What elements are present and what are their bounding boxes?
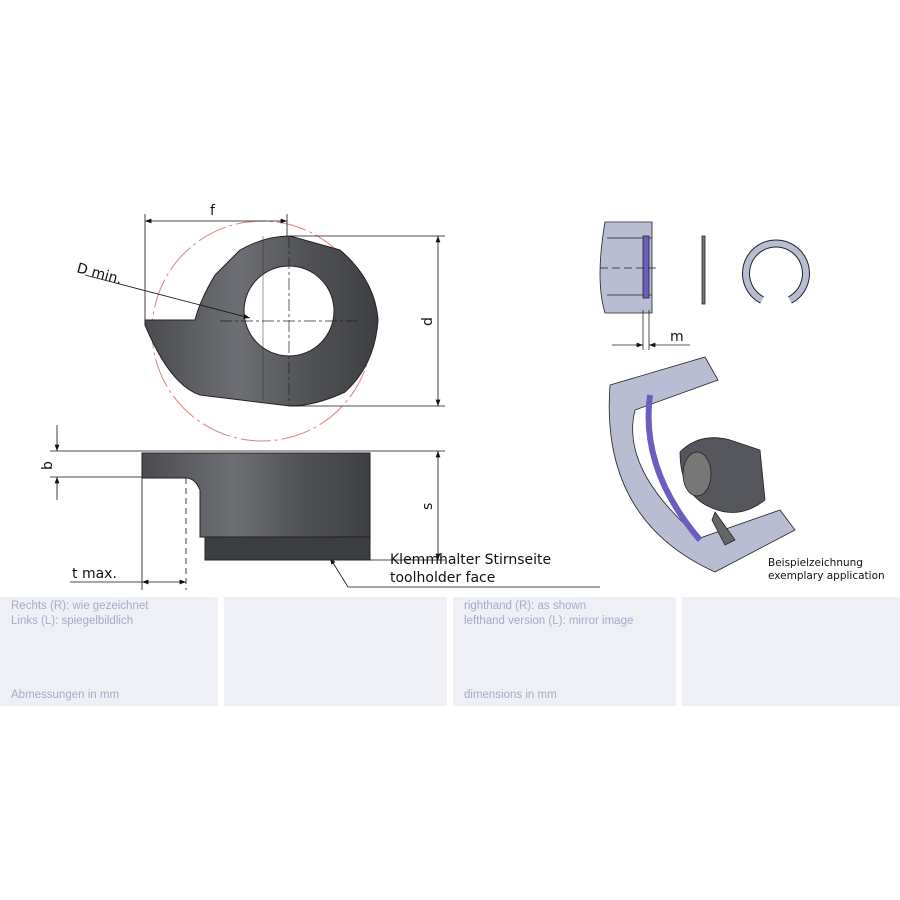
dim-m: m — [670, 329, 684, 345]
insert-side-view — [141, 452, 371, 561]
groove-section — [599, 221, 810, 350]
panel-de-footer: Abmessungen in mm — [11, 689, 120, 701]
dim-s: s — [420, 503, 436, 510]
panel-en-line2: lefthand version (L): mirror image — [464, 615, 634, 627]
info-panel-de: Rechts (R): wie gezeichnet Links (L): sp… — [0, 597, 218, 706]
dim-b: b — [40, 461, 56, 470]
dimension-lines — [50, 214, 600, 590]
dim-d: d — [420, 317, 436, 326]
info-panel-empty-1 — [224, 597, 447, 706]
info-panel-empty-2 — [682, 597, 900, 706]
example-label-en: exemplary application — [768, 570, 885, 582]
panel-en-footer: dimensions in mm — [464, 689, 557, 701]
panel-de-line2: Links (L): spiegelbildlich — [11, 615, 134, 627]
panel-de-line1: Rechts (R): wie gezeichnet — [11, 600, 149, 612]
dim-d-min: D min. — [75, 260, 124, 287]
insert-top-view — [144, 220, 379, 442]
callout-line1: Klemmhalter Stirnseite — [390, 552, 551, 568]
info-panel-en: righthand (R): as shown lefthand version… — [453, 597, 676, 706]
dim-t-max: t max. — [72, 566, 117, 582]
panel-en-line1: righthand (R): as shown — [464, 600, 587, 612]
callout-line2: toolholder face — [390, 570, 495, 586]
example-application — [608, 356, 796, 573]
example-label-de: Beispielzeichnung — [768, 557, 863, 569]
dim-f: f — [210, 203, 216, 219]
